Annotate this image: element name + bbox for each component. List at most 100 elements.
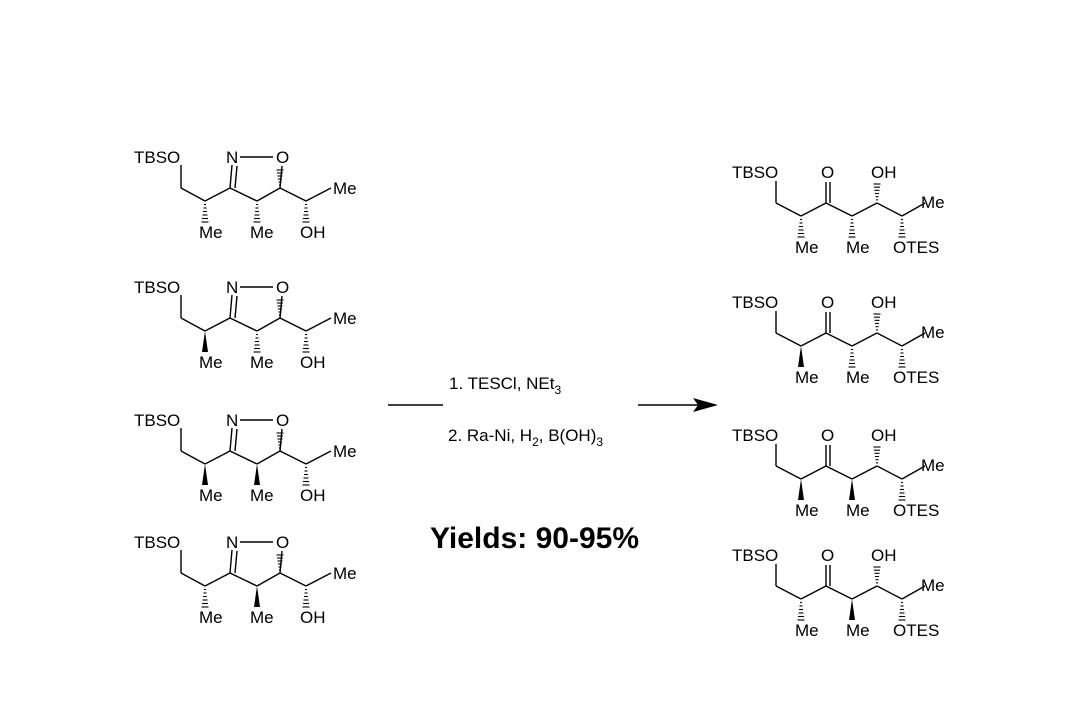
ketone-oxygen-label: O: [821, 426, 834, 445]
ch2-ch-bond: [775, 202, 802, 217]
me-label: Me: [846, 501, 870, 520]
ch-choh-bond: [851, 465, 878, 480]
oh-label: OH: [300, 608, 326, 627]
ketone-oxygen-label: O: [821, 293, 834, 312]
ch-co-bond: [800, 585, 827, 600]
c3-n-double-bond: [234, 165, 238, 189]
oh-stereo-bond: [873, 566, 881, 584]
me-label: Me: [333, 564, 357, 583]
nitrogen-label: N: [226, 278, 238, 297]
c3-c4-bond: [229, 317, 258, 332]
me-stereo-bond: [797, 218, 805, 238]
co-ch-bond: [825, 332, 853, 347]
ch2-ch-bond: [180, 450, 206, 465]
me-label: Me: [921, 193, 945, 212]
tbso-label: TBSO: [732, 546, 778, 565]
tbso-label: TBSO: [134, 148, 180, 167]
me-label: Me: [250, 486, 274, 505]
me-label: Me: [795, 368, 819, 387]
tbso-label: TBSO: [134, 533, 180, 552]
c4-me-stereo-bond: [254, 464, 260, 485]
me-stereo-bond: [797, 601, 805, 621]
me-label: Me: [846, 621, 870, 640]
c5-h-stereo-bond: [276, 299, 284, 316]
ch2-ch-bond: [180, 317, 206, 332]
oxygen-label: O: [276, 278, 289, 297]
ch-c3-bond: [204, 450, 231, 465]
c4-c5-bond: [256, 572, 281, 587]
me-stereo-bond: [848, 218, 856, 238]
tbso-label: TBSO: [732, 293, 778, 312]
c3-n-bond: [229, 549, 233, 574]
oh-stereo-bond: [873, 313, 881, 331]
reaction-arrow: [388, 398, 718, 412]
oh-label: OH: [871, 546, 897, 565]
oh-label: OH: [300, 223, 326, 242]
choh-chotes-bond: [876, 465, 903, 480]
c2-me-stereo-bond: [201, 203, 209, 223]
me-label: Me: [921, 576, 945, 595]
c4-me-stereo-bond: [254, 586, 260, 607]
me-label: Me: [333, 309, 357, 328]
me-label: Me: [199, 608, 223, 627]
c3-c4-bond: [229, 450, 258, 465]
c-oh-stereo-bond: [302, 466, 310, 486]
ch-c3-bond: [204, 317, 231, 332]
c-oh-stereo-bond: [302, 588, 310, 608]
me-label: Me: [795, 621, 819, 640]
otes-stereo-bond: [898, 218, 906, 238]
ch-co-bond: [800, 332, 827, 347]
ch-me-bond: [305, 187, 332, 202]
me-stereo-bond: [798, 346, 804, 367]
oh-label: OH: [300, 486, 326, 505]
oh-label: OH: [871, 163, 897, 182]
nitrogen-label: N: [226, 411, 238, 430]
ch-choh-bond: [851, 202, 878, 217]
c2-me-stereo-bond: [202, 464, 208, 485]
c4-me-stereo-bond: [253, 203, 261, 223]
ketone-oxygen-label: O: [821, 546, 834, 565]
ketone-oxygen-label: O: [821, 163, 834, 182]
otes-label: OTES: [893, 501, 939, 520]
otes-stereo-bond: [898, 481, 906, 501]
choh-chotes-bond: [876, 332, 903, 347]
otes-stereo-bond: [898, 601, 906, 621]
c3-n-bond: [229, 164, 233, 189]
c4-me-stereo-bond: [253, 333, 261, 353]
c3-n-bond: [229, 427, 233, 452]
chotes-me-bond: [901, 202, 926, 217]
me-label: Me: [333, 442, 357, 461]
me-label: Me: [921, 323, 945, 342]
oh-label: OH: [871, 293, 897, 312]
me-stereo-bond: [798, 479, 804, 500]
me-label: Me: [250, 353, 274, 372]
reagent-step-1: 1. TESCl, NEt3: [449, 374, 562, 397]
nitrogen-label: N: [226, 533, 238, 552]
oh-label: OH: [300, 353, 326, 372]
tbso-label: TBSO: [732, 163, 778, 182]
c3-c4-bond: [229, 572, 258, 587]
me-label: Me: [333, 179, 357, 198]
c5-ch-bond: [279, 450, 307, 465]
ch-me-bond: [305, 572, 332, 587]
ch-c3-bond: [204, 572, 231, 587]
oxygen-label: O: [276, 411, 289, 430]
c3-c4-bond: [229, 187, 258, 202]
otes-label: OTES: [893, 621, 939, 640]
c5-h-stereo-bond: [276, 169, 284, 186]
ch-co-bond: [800, 465, 827, 480]
oh-label: OH: [871, 426, 897, 445]
c-oh-stereo-bond: [302, 333, 310, 353]
me-label: Me: [795, 501, 819, 520]
tbso-label: TBSO: [134, 411, 180, 430]
me-label: Me: [846, 368, 870, 387]
me-stereo-bond: [848, 348, 856, 368]
choh-chotes-bond: [876, 585, 903, 600]
co-ch-bond: [825, 202, 853, 217]
